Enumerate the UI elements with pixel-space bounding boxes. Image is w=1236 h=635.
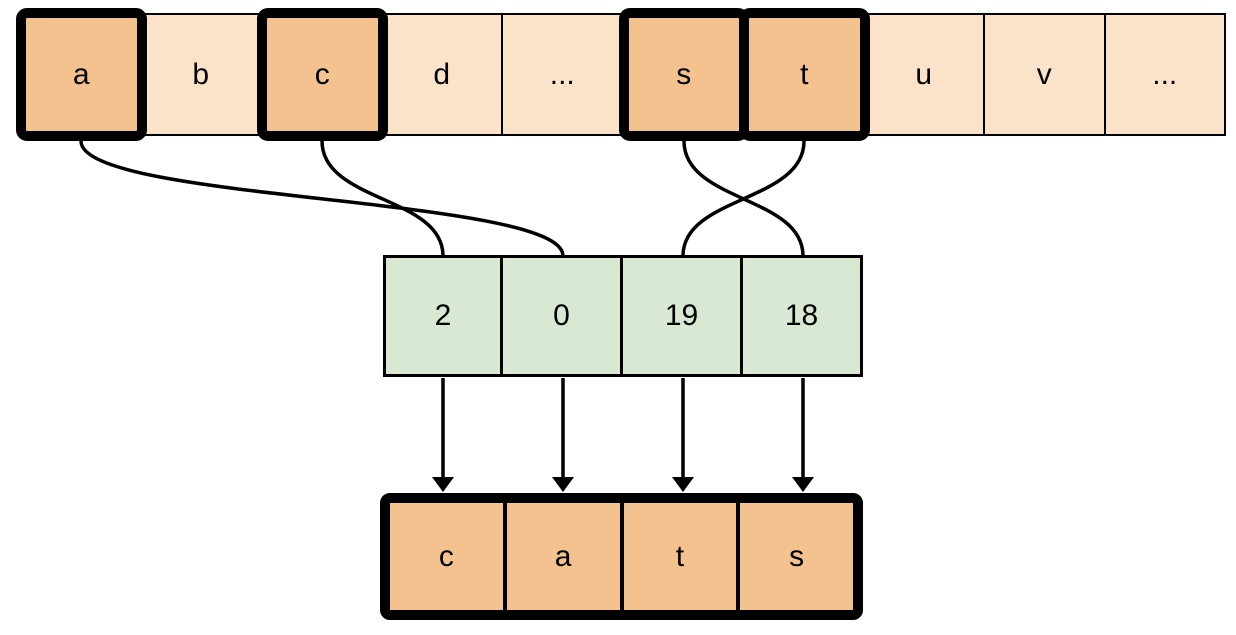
result-cell-a: a [506,503,620,610]
alphabet-cell-c: c [257,8,387,141]
alphabet-cell-ellipsis-2: ... [1105,13,1226,136]
index-cell-0: 0 [503,255,623,377]
alphabet-array: a b c d ... s t u v ... [16,8,1226,141]
alphabet-cell-s: s [618,8,749,141]
curve-a-to-index-0 [79,140,565,257]
index-cell-2: 2 [383,255,503,377]
alphabet-cell-c-label: c [314,57,330,91]
result-cell-t-label: t [675,539,685,573]
alphabet-cell-s-label: s [676,57,692,91]
result-cell-c: c [390,503,503,610]
alphabet-cell-b: b [141,13,262,136]
alphabet-cell-d-label: d [433,57,451,91]
index-cell-0-value: 0 [553,299,570,332]
alphabet-cell-ellipsis-1: ... [503,13,624,136]
alphabet-cell-a-label: a [72,57,90,91]
index-cell-19: 19 [623,255,743,377]
index-cell-18-value: 18 [784,299,819,332]
arrow-index-0-to-result-a [552,378,574,492]
result-cell-c-label: c [438,539,454,573]
arrow-index-19-to-result-t [672,378,694,492]
alphabet-cell-ellipsis-2-label: ... [1152,57,1178,91]
result-word-array: c a t s [380,493,863,620]
curve-c-to-index-2 [320,140,445,257]
alphabet-cell-t-label: t [800,57,809,91]
result-cell-t: t [623,503,737,610]
alphabet-cell-ellipsis-1-label: ... [549,57,575,91]
alphabet-cell-v-label: v [1036,57,1052,91]
alphabet-cell-a: a [16,8,146,141]
alphabet-cell-t: t [739,8,869,141]
alphabet-cell-d: d [382,13,503,136]
alphabet-cell-u-label: u [915,57,933,91]
curve-s-to-index-18 [682,140,805,257]
result-cell-s: s [740,503,853,610]
index-array: 2 0 19 18 [383,255,863,377]
index-cell-18: 18 [743,255,863,377]
arrow-index-2-to-result-c [432,378,454,492]
alphabet-cell-b-label: b [192,57,210,91]
curve-t-to-index-19 [681,140,806,257]
alphabet-cell-u: u [864,13,985,136]
result-cell-a-label: a [554,539,572,573]
index-cell-19-value: 19 [664,299,699,332]
result-cell-s-label: s [789,539,805,573]
index-cell-2-value: 2 [434,299,452,332]
arrow-index-18-to-result-s [792,378,814,492]
alphabet-cell-v: v [985,13,1106,136]
